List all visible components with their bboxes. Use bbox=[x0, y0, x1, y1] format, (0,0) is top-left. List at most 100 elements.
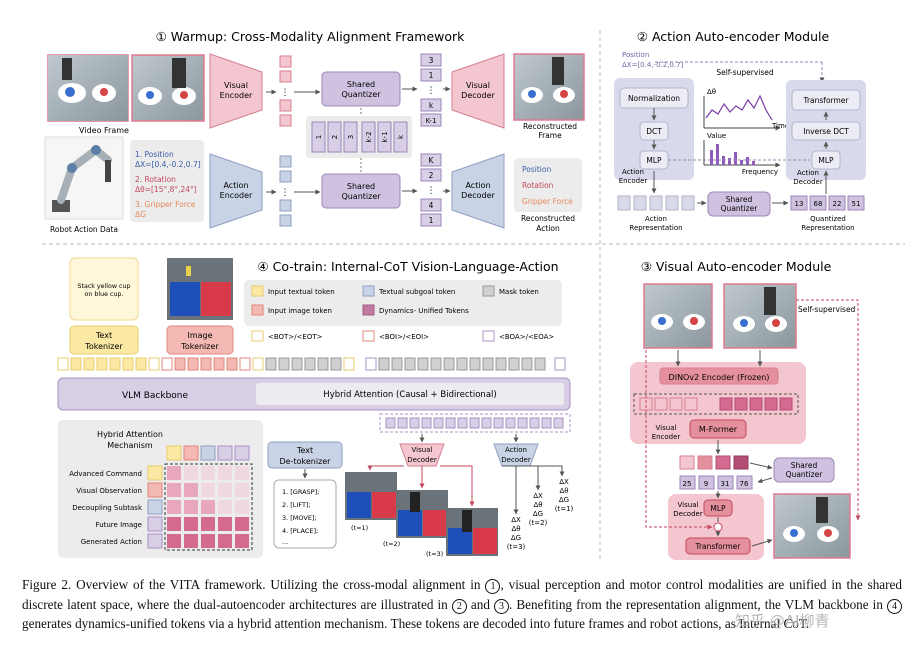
svg-text:22: 22 bbox=[833, 200, 842, 208]
svg-text:1: 1 bbox=[429, 71, 434, 80]
svg-text:(t=1): (t=1) bbox=[555, 505, 574, 513]
svg-text:ΔX: ΔX bbox=[511, 516, 521, 524]
svg-text:1: 1 bbox=[315, 135, 323, 139]
legend-boi: <BOI>/<EOI> bbox=[379, 333, 429, 341]
p4-frame-t1: (t=1) bbox=[351, 524, 368, 532]
p2-action-encoder-l1: Action bbox=[622, 168, 644, 176]
svg-text:Decoder: Decoder bbox=[501, 456, 531, 464]
svg-text:31: 31 bbox=[721, 480, 730, 488]
p2-action-encoder-l2: Encoder bbox=[619, 177, 648, 185]
p2-action-representation-tokens bbox=[617, 195, 695, 211]
svg-text:Inverse DCT: Inverse DCT bbox=[803, 127, 849, 136]
p1-visual-encoder-l1: Visual bbox=[224, 81, 248, 90]
svg-text:MLP: MLP bbox=[710, 504, 726, 513]
p1-sq-top-l1: Shared bbox=[347, 80, 375, 89]
panel1-title: ① Warmup: Cross-Modality Alignment Frame… bbox=[156, 29, 466, 44]
svg-text:ΔG: ΔG bbox=[511, 534, 521, 542]
p1-sq-bot-l2: Quantizer bbox=[341, 192, 381, 201]
caption-part-1: Figure 2. Overview of the VITA framework… bbox=[22, 577, 486, 592]
caption-circle-1: 1 bbox=[485, 579, 501, 594]
svg-text:k-2: k-2 bbox=[365, 131, 373, 142]
recon-action-l2: Action bbox=[536, 224, 560, 233]
legend-textual-subgoal: Textual subgoal token bbox=[378, 288, 455, 296]
svg-text:MLP: MLP bbox=[646, 156, 662, 165]
p4-input-image bbox=[167, 258, 233, 320]
p1-visual-encoder-l2: Encoder bbox=[220, 91, 253, 100]
panel2-title: ② Action Auto-encoder Module bbox=[637, 29, 830, 44]
svg-text:Shared: Shared bbox=[726, 195, 753, 204]
svg-text:Shared: Shared bbox=[791, 461, 818, 470]
svg-text:Transformer: Transformer bbox=[694, 542, 741, 551]
p1-recon-rotation: Rotation bbox=[522, 181, 554, 190]
svg-text:K-1: K-1 bbox=[426, 117, 437, 125]
legend-dynamics: Dynamics- Unified Tokens bbox=[379, 307, 469, 315]
panel-action-autoencoder: ② Action Auto-encoder Module Position ΔX… bbox=[614, 29, 866, 232]
p4-output-token-row bbox=[379, 413, 571, 433]
p2-self-supervised: Self-supervised bbox=[716, 68, 774, 77]
p2-quant-rep-l1: Quantized bbox=[810, 215, 846, 223]
svg-text:3: 3 bbox=[429, 56, 434, 65]
p4-attention-matrix bbox=[147, 445, 253, 551]
svg-text:Advanced Command: Advanced Command bbox=[69, 470, 142, 478]
p1-action-decoder-l1: Action bbox=[465, 181, 490, 190]
svg-text:2. [LIFT];: 2. [LIFT]; bbox=[282, 501, 311, 509]
svg-text:⋮: ⋮ bbox=[281, 188, 290, 198]
p4-input-token-row bbox=[57, 357, 566, 371]
svg-text:K: K bbox=[429, 156, 435, 165]
p2-frequency-bars bbox=[710, 144, 755, 165]
svg-text:VLM Backbone: VLM Backbone bbox=[122, 391, 189, 401]
p3-mlp bbox=[703, 499, 733, 517]
p3-visual-encoder-l1: Visual bbox=[656, 424, 677, 432]
p1-visual-encoder bbox=[209, 53, 263, 129]
p3-feature-tokens bbox=[633, 393, 799, 415]
panel3-title: ③ Visual Auto-encoder Module bbox=[641, 259, 832, 274]
p1-action-decoder bbox=[451, 153, 505, 229]
svg-text:4: 4 bbox=[429, 201, 434, 210]
svg-text:k: k bbox=[397, 134, 405, 139]
svg-text:51: 51 bbox=[852, 200, 861, 208]
p2-position-val: ΔX=[0.4,-0.2,0.7] bbox=[622, 61, 684, 69]
svg-text:Transformer: Transformer bbox=[802, 96, 849, 105]
p1-visual-latent-tokens: ⋮ bbox=[279, 55, 292, 127]
video-frame-images bbox=[47, 54, 205, 122]
svg-text:ΔX: ΔX bbox=[533, 492, 543, 500]
p2-action-decoder-l2: Decoder bbox=[793, 178, 823, 186]
p1-reconstructed-action-list bbox=[514, 158, 582, 212]
p1-action-decoder-l2: Decoder bbox=[461, 191, 495, 200]
p3-transformer bbox=[685, 537, 751, 555]
p4-text-detokenizer bbox=[267, 441, 343, 469]
p2-inverse-dct bbox=[791, 121, 861, 141]
svg-text:ΔX: ΔX bbox=[559, 478, 569, 486]
svg-text:Generated Action: Generated Action bbox=[81, 538, 142, 546]
svg-text:Future Image: Future Image bbox=[96, 521, 142, 529]
p1-action-rotation: 2. Rotation bbox=[135, 175, 176, 184]
svg-text:(t=2): (t=2) bbox=[529, 519, 548, 527]
p2-delta-theta: Δθ bbox=[707, 88, 716, 96]
p2-quant-rep-l2: Representation bbox=[801, 224, 854, 232]
p1-action-quantized-tokens: K 2 ⋮ 4 1 bbox=[420, 153, 442, 227]
svg-text:ΔG: ΔG bbox=[559, 496, 569, 504]
p2-position: Position bbox=[622, 51, 649, 59]
p1-action-gripper: 3. Gripper Force bbox=[135, 200, 196, 209]
caption-part-4: . Benefiting from the representation ali… bbox=[508, 596, 887, 612]
p2-time-signal bbox=[705, 94, 773, 121]
svg-text:1. [GRASP];: 1. [GRASP]; bbox=[282, 488, 319, 496]
svg-text:1: 1 bbox=[429, 216, 434, 225]
svg-text:ΔG: ΔG bbox=[533, 510, 543, 518]
p2-action-rep-l2: Representation bbox=[629, 224, 682, 232]
svg-text:4. [PLACE];: 4. [PLACE]; bbox=[282, 527, 318, 535]
svg-text:De-tokenizer: De-tokenizer bbox=[280, 457, 332, 466]
p1-visual-decoder-l2: Decoder bbox=[461, 91, 495, 100]
p4-future-frames bbox=[345, 465, 498, 556]
panel-warmup: ① Warmup: Cross-Modality Alignment Frame… bbox=[44, 29, 585, 234]
p4-hybrid-attention-bar bbox=[256, 383, 564, 405]
p1-recon-gripper: Gripper Force bbox=[522, 197, 573, 206]
svg-text:3. [MOVE];: 3. [MOVE]; bbox=[282, 514, 317, 522]
p1-shared-quantizer-top bbox=[321, 71, 401, 107]
svg-text:Hybrid Attention: Hybrid Attention bbox=[97, 430, 163, 439]
svg-text:76: 76 bbox=[740, 480, 749, 488]
svg-text:Text: Text bbox=[296, 446, 313, 455]
panel-cotrain: ④ Co-train: Internal-CoT Vision-Language… bbox=[57, 257, 574, 558]
svg-text:3: 3 bbox=[347, 135, 355, 139]
